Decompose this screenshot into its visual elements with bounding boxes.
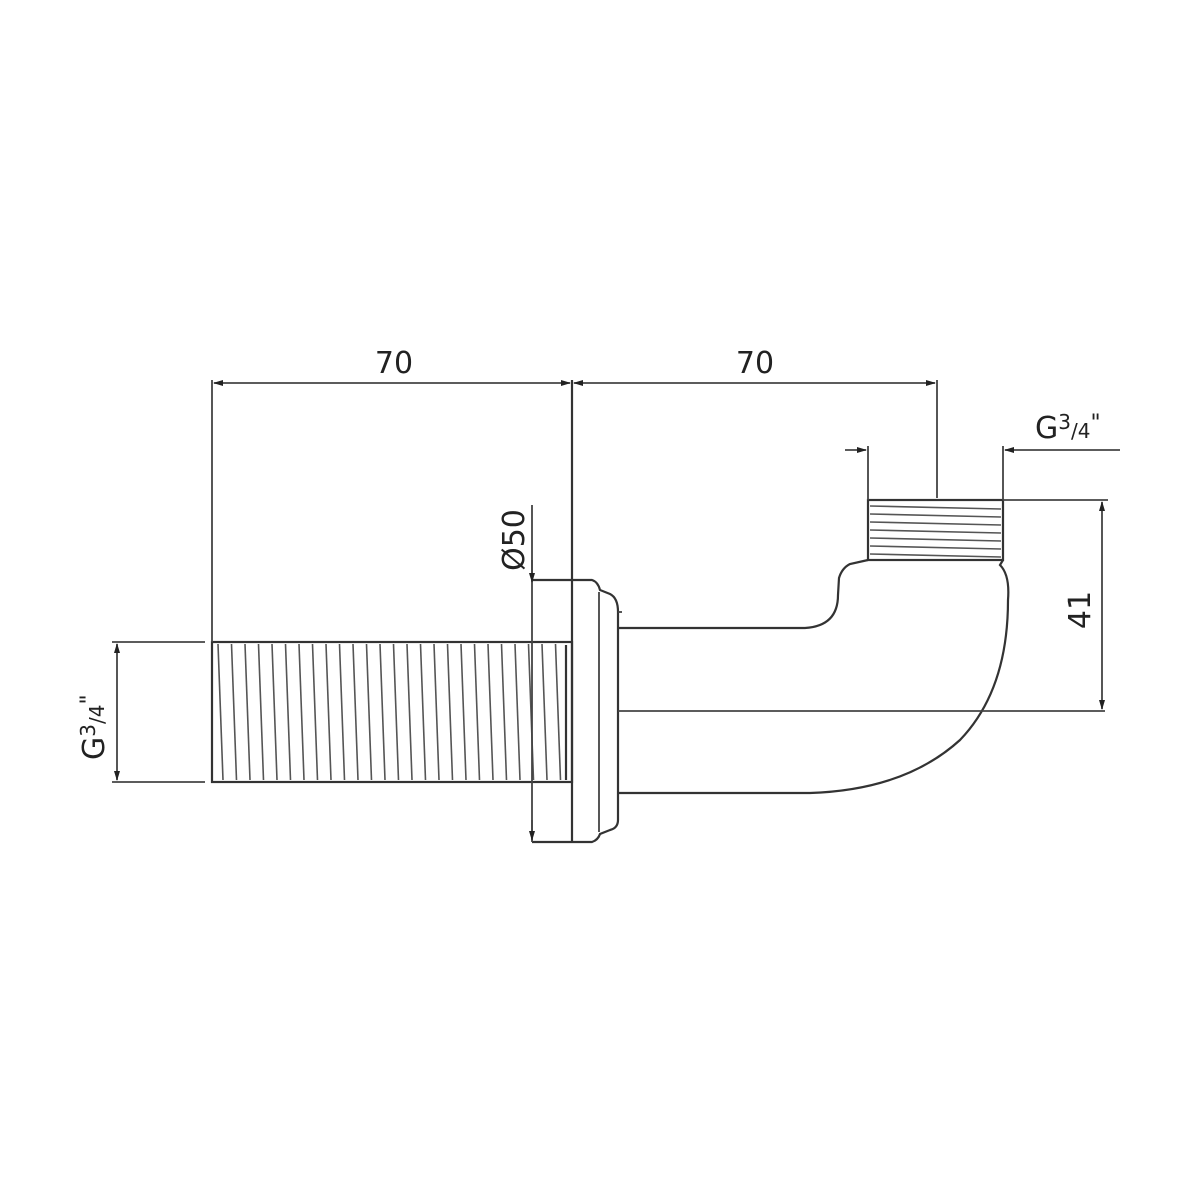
thread-line: [473, 643, 481, 781]
thread-line: [514, 643, 521, 781]
inlet-thread-shank: [210, 640, 574, 784]
thread-line: [869, 553, 1002, 558]
thread-line: [554, 643, 562, 781]
dimension-label: G3/4": [1035, 410, 1101, 446]
thread-line: [392, 643, 400, 781]
outlet-thread: [866, 498, 1005, 562]
thread-lines: [217, 643, 562, 781]
dimension-label: G3/4": [76, 694, 112, 760]
elbow-pipe: [618, 558, 1105, 795]
dimension-inlet-thread: G3/4": [76, 641, 205, 783]
thread-line: [869, 513, 1002, 518]
thread-line: [257, 643, 265, 781]
thread-line: [869, 529, 1002, 534]
thread-line: [244, 643, 251, 781]
thread-line: [869, 505, 1002, 510]
thread-line: [541, 643, 548, 781]
thread-line: [869, 537, 1002, 542]
thread-line: [500, 643, 508, 781]
dimension-left-length: 70: [211, 346, 571, 642]
dimension-label: 70: [375, 346, 413, 381]
thread-line: [217, 643, 224, 781]
thread-line: [311, 643, 319, 781]
thread-line: [298, 643, 305, 781]
thread-line: [271, 643, 278, 781]
dimension-flange-diameter: Ø50: [497, 505, 535, 842]
thread-line: [869, 521, 1002, 526]
dimension-outlet-thread: G3/4": [845, 410, 1120, 500]
thread-line: [460, 643, 467, 781]
thread-line: [325, 643, 332, 781]
wall-flange: [532, 578, 622, 844]
thread-line: [365, 643, 373, 781]
dimension-right-length: 70: [573, 346, 938, 498]
dimension-label: 41: [1063, 591, 1098, 629]
thread-line: [379, 643, 386, 781]
thread-line: [419, 643, 427, 781]
thread-lines: [869, 505, 1002, 558]
thread-line: [352, 643, 359, 781]
dimension-outlet-height: 41: [1003, 499, 1108, 710]
thread-line: [284, 643, 292, 781]
thread-line: [446, 643, 454, 781]
dimension-label: 70: [736, 346, 774, 381]
thread-line: [869, 545, 1002, 550]
thread-line: [406, 643, 413, 781]
thread-line: [338, 643, 346, 781]
thread-line: [230, 643, 238, 781]
thread-line: [487, 643, 494, 781]
thread-line: [433, 643, 440, 781]
dimension-label: Ø50: [497, 509, 532, 571]
